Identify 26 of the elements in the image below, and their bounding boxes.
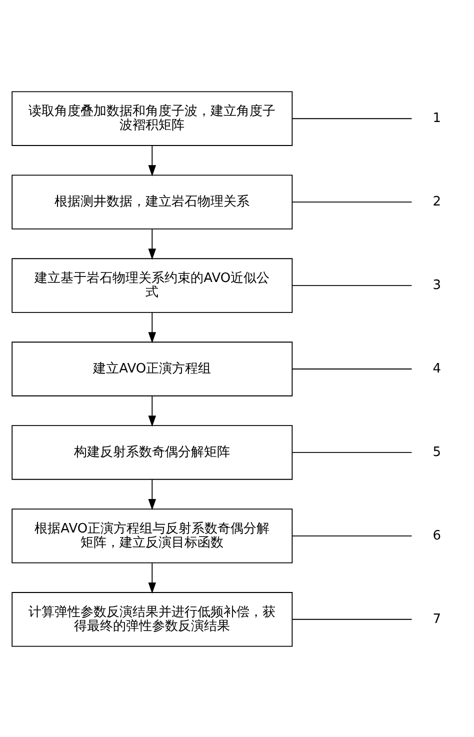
node-text: 1 [432, 110, 441, 126]
node-box: 计算弹性参数反演结果并进行低频补偿，获得最终的弹性参数反演结果 [12, 592, 293, 646]
connector [292, 284, 412, 286]
connector [292, 368, 412, 369]
arrow [148, 395, 156, 426]
arrow [148, 312, 156, 343]
node-box: 构建反射系数奇偶分解矩阵 [12, 424, 293, 480]
node-box: 建立基于岩石物理关系约束的AVO近似公式 [12, 258, 293, 312]
arrow [148, 478, 156, 510]
node-text: 3 [432, 277, 441, 292]
node-text: 7 [432, 611, 441, 626]
arrow [148, 144, 156, 176]
node-text: 2 [432, 194, 441, 209]
node-text: 6 [432, 528, 441, 543]
node-box: 建立AVO正演方程组 [12, 341, 293, 396]
connector [292, 201, 412, 202]
connector [292, 118, 412, 119]
connector [292, 618, 412, 620]
node-box: 根据测井数据，建立岩石物理关系 [12, 174, 293, 229]
node-text: 4 [432, 360, 441, 376]
node-text: 5 [432, 444, 441, 460]
arrow [148, 562, 156, 594]
connector [292, 534, 412, 536]
node-box: 读取角度叠加数据和角度子波，建立角度子波褶积矩阵 [12, 90, 293, 146]
node-box: 根据AVO正演方程组与反射系数奇偶分解矩阵，建立反演目标函数 [12, 508, 293, 563]
arrow [148, 228, 156, 260]
